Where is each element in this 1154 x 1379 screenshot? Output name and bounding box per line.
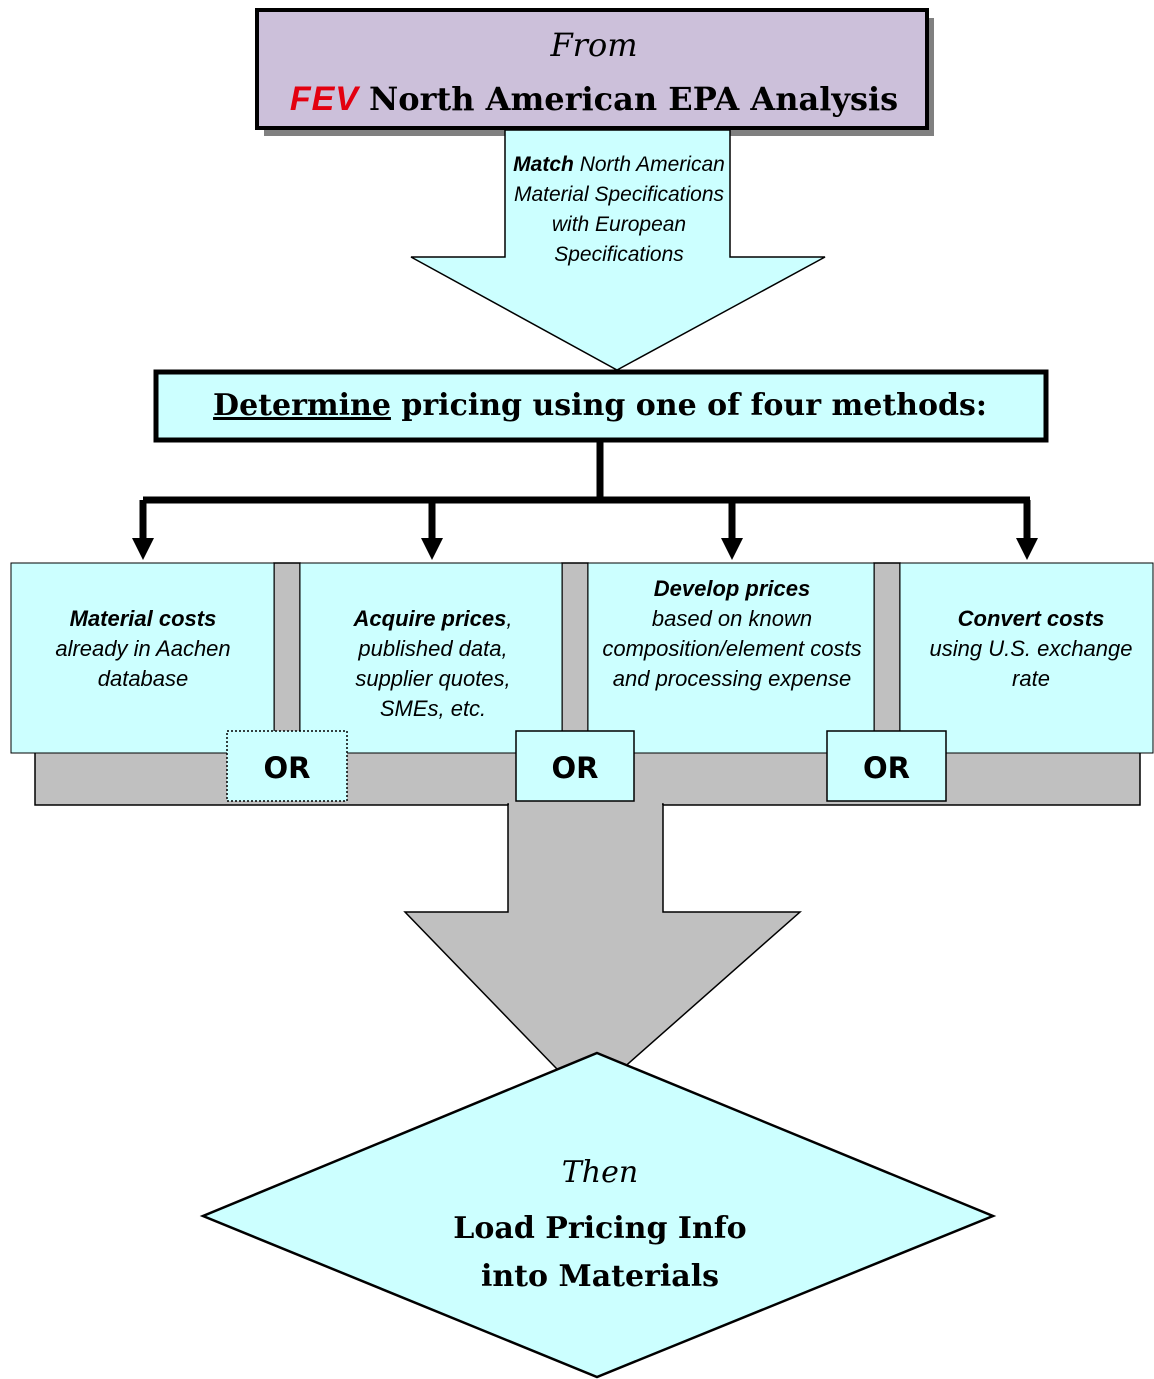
header-box [255,8,929,130]
header-from-label: From [550,26,638,64]
or-label-3: OR [863,751,910,785]
result-diamond [199,1051,997,1379]
method-3-body: based on known composition/element costs… [602,606,862,691]
header-title: North American EPA Analysis [368,80,899,118]
match-lead: Match [513,153,574,176]
or-label-2: OR [551,751,599,785]
method-4-body: using U.S. exchange rate [929,636,1133,691]
separator-2 [561,562,589,754]
method-1-text: Material costs already in Aachen database [17,604,269,694]
or-box-3 [826,730,947,802]
result-text: Load Pricing Info into Materials [380,1205,820,1301]
separator-3 [873,562,901,754]
method-2-body: , published data, supplier quotes, SMEs,… [355,606,513,721]
determine-step-text: Determine pricing using one of four meth… [156,388,1044,423]
or-box-1 [226,730,348,802]
match-body: North American Material Specifications w… [513,153,725,266]
match-step-text: Match North American Material Specificat… [510,150,728,270]
method-3-lead: Develop prices [653,576,811,601]
method-1-body: already in Aachen database [55,636,231,691]
or-label-1: OR [263,751,311,785]
method-4-lead: Convert costs [957,606,1105,631]
connector-arrowheads [132,538,1038,560]
method-2-lead: Acquire prices [353,606,507,631]
determine-underlined: Determine [213,388,391,423]
method-4-text: Convert costs using U.S. exchange rate [918,604,1144,694]
method-box-4 [899,562,1154,754]
method-1-lead: Material costs [69,606,217,631]
method-box-1 [10,562,275,754]
method-box-2 [299,562,563,754]
determine-box [153,369,1049,443]
match-arrow [410,129,826,371]
method-box-3 [587,562,875,754]
separator-1 [273,562,301,754]
result-then-label: Then [561,1155,639,1190]
method-2-text: Acquire prices, published data, supplier… [320,604,546,724]
method-3-text: Develop prices based on known composition… [598,574,866,694]
determine-rest: pricing using one of four methods: [401,388,987,423]
or-box-2 [515,730,635,802]
connector-lines [139,440,1031,540]
fev-logo: FEV [289,80,359,118]
result-line-2: into Materials [480,1259,720,1294]
result-line-1: Load Pricing Info [453,1211,747,1246]
result-arrow [403,803,802,1102]
